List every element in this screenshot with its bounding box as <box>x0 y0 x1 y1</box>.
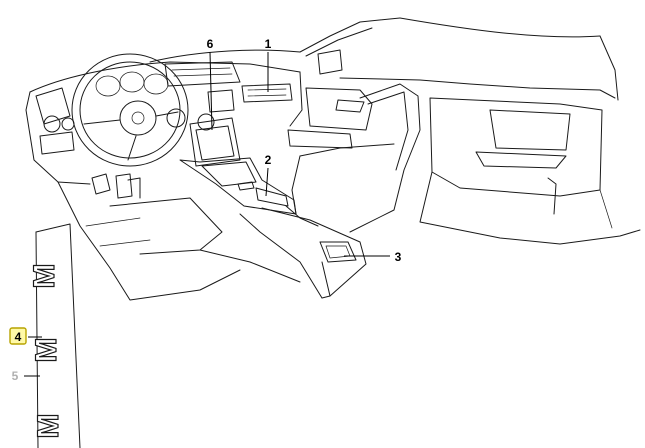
sill-letter-3: M <box>32 414 65 439</box>
sill-lettering: M M M <box>27 263 65 439</box>
callout-2-label: 2 <box>265 153 272 167</box>
callout-2[interactable]: 2 <box>265 153 272 197</box>
callout-5-label: 5 <box>12 369 19 383</box>
callout-3[interactable]: 3 <box>344 250 402 264</box>
callout-4-highlight <box>9 327 27 345</box>
callout-3-label: 3 <box>395 250 402 264</box>
sill-letter-2: M <box>30 338 63 363</box>
callout-6[interactable]: 6 <box>207 37 214 131</box>
interior-drawing <box>25 17 641 448</box>
callout-1[interactable]: 1 <box>265 37 272 92</box>
callout-1-label: 1 <box>265 37 272 51</box>
callout-5[interactable]: 5 <box>12 369 40 383</box>
callout-6-label: 6 <box>207 37 214 51</box>
callout-4[interactable]: 4 <box>9 327 42 345</box>
callout-4-label: 4 <box>15 330 22 344</box>
sill-letter-1: M <box>28 264 61 289</box>
